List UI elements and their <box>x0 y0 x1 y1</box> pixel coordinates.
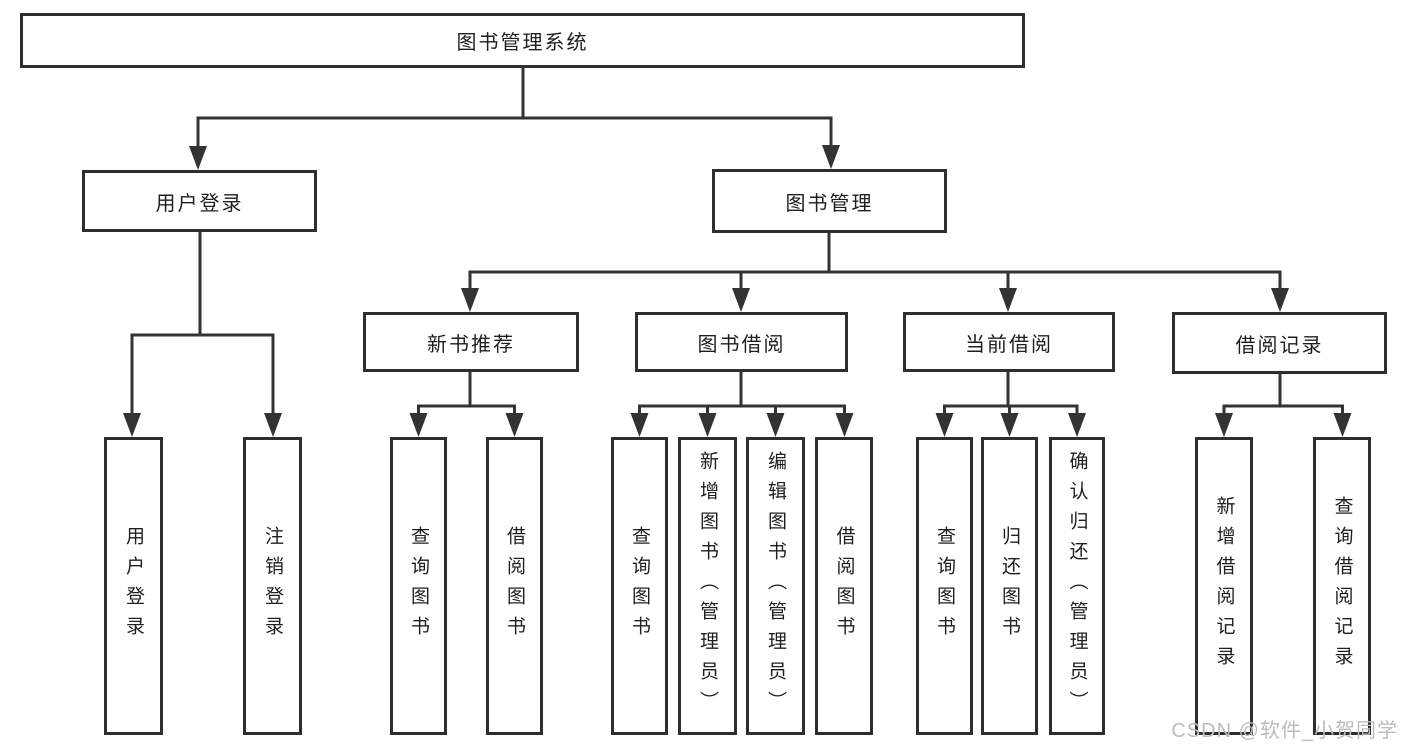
leaf-logout: 注销登录 <box>243 437 302 735</box>
arrow-head <box>1068 413 1086 437</box>
leaf-confirm-return-admin: 确认归还（管理员） <box>1049 437 1105 735</box>
leaf-borrow-books: 借阅图书 <box>815 437 873 735</box>
node-new-book-recommend: 新书推荐 <box>363 312 579 372</box>
node-book-management: 图书管理 <box>712 169 947 233</box>
leaf-return-books: 归还图书 <box>981 437 1038 735</box>
arrow-head <box>409 413 428 437</box>
arrow-head <box>732 288 750 312</box>
arrow-head <box>766 413 785 437</box>
node-current-borrow: 当前借阅 <box>903 312 1115 372</box>
leaf-user-login: 用户登录 <box>104 437 163 735</box>
arrow-head <box>1215 413 1233 437</box>
arrow-head <box>1333 413 1352 437</box>
node-label: 注销登录 <box>262 526 283 646</box>
node-label: 图书管理 <box>785 192 874 215</box>
leaf-query-books-recommend: 查询图书 <box>390 437 447 735</box>
node-user-login: 用户登录 <box>82 170 317 232</box>
node-borrow-records: 借阅记录 <box>1172 312 1387 374</box>
node-label: 新增图书（管理员） <box>697 451 718 721</box>
node-label: 查询图书 <box>408 526 429 646</box>
node-root: 图书管理系统 <box>20 13 1025 68</box>
node-label: 用户登录 <box>155 192 244 215</box>
node-label: 查询图书 <box>934 526 955 646</box>
leaf-borrow-books-recommend: 借阅图书 <box>486 437 543 735</box>
arrow-head <box>822 145 840 169</box>
node-label: 查询图书 <box>629 526 650 646</box>
arrow-head <box>835 413 854 437</box>
arrow-head <box>189 146 207 170</box>
leaf-query-books-current: 查询图书 <box>916 437 973 735</box>
arrow-head <box>1000 413 1019 437</box>
node-label: 借阅记录 <box>1235 334 1324 357</box>
leaf-edit-books-admin: 编辑图书（管理员） <box>746 437 805 735</box>
arrow-head <box>630 413 649 437</box>
arrow-head <box>1271 288 1289 312</box>
node-label: 借阅图书 <box>833 526 855 646</box>
leaf-query-books-borrow: 查询图书 <box>611 437 668 735</box>
node-label: 当前借阅 <box>965 333 1053 356</box>
arrow-head <box>264 413 282 437</box>
leaf-query-borrow-record: 查询借阅记录 <box>1313 437 1371 735</box>
node-label: 新增借阅记录 <box>1213 496 1235 676</box>
node-book-borrow: 图书借阅 <box>635 312 848 372</box>
node-label: 编辑图书（管理员） <box>765 451 786 721</box>
node-label: 查询借阅记录 <box>1331 496 1353 676</box>
node-label: 归还图书 <box>999 526 1020 646</box>
node-label: 图书借阅 <box>697 333 786 356</box>
node-label: 图书管理系统 <box>456 32 589 54</box>
node-label: 确认归还（管理员） <box>1066 451 1088 721</box>
arrow-head <box>935 413 954 437</box>
arrow-head <box>505 413 524 437</box>
arrow-head <box>999 288 1017 312</box>
node-label: 用户登录 <box>123 526 144 646</box>
leaf-add-borrow-record: 新增借阅记录 <box>1195 437 1253 735</box>
watermark: CSDN @软件_小贺同学 <box>1171 720 1398 742</box>
leaf-add-books-admin: 新增图书（管理员） <box>678 437 737 735</box>
node-label: 新书推荐 <box>427 333 515 356</box>
arrow-head <box>461 288 479 312</box>
arrow-head <box>123 413 141 437</box>
node-label: 借阅图书 <box>504 526 525 646</box>
arrow-head <box>698 413 717 437</box>
